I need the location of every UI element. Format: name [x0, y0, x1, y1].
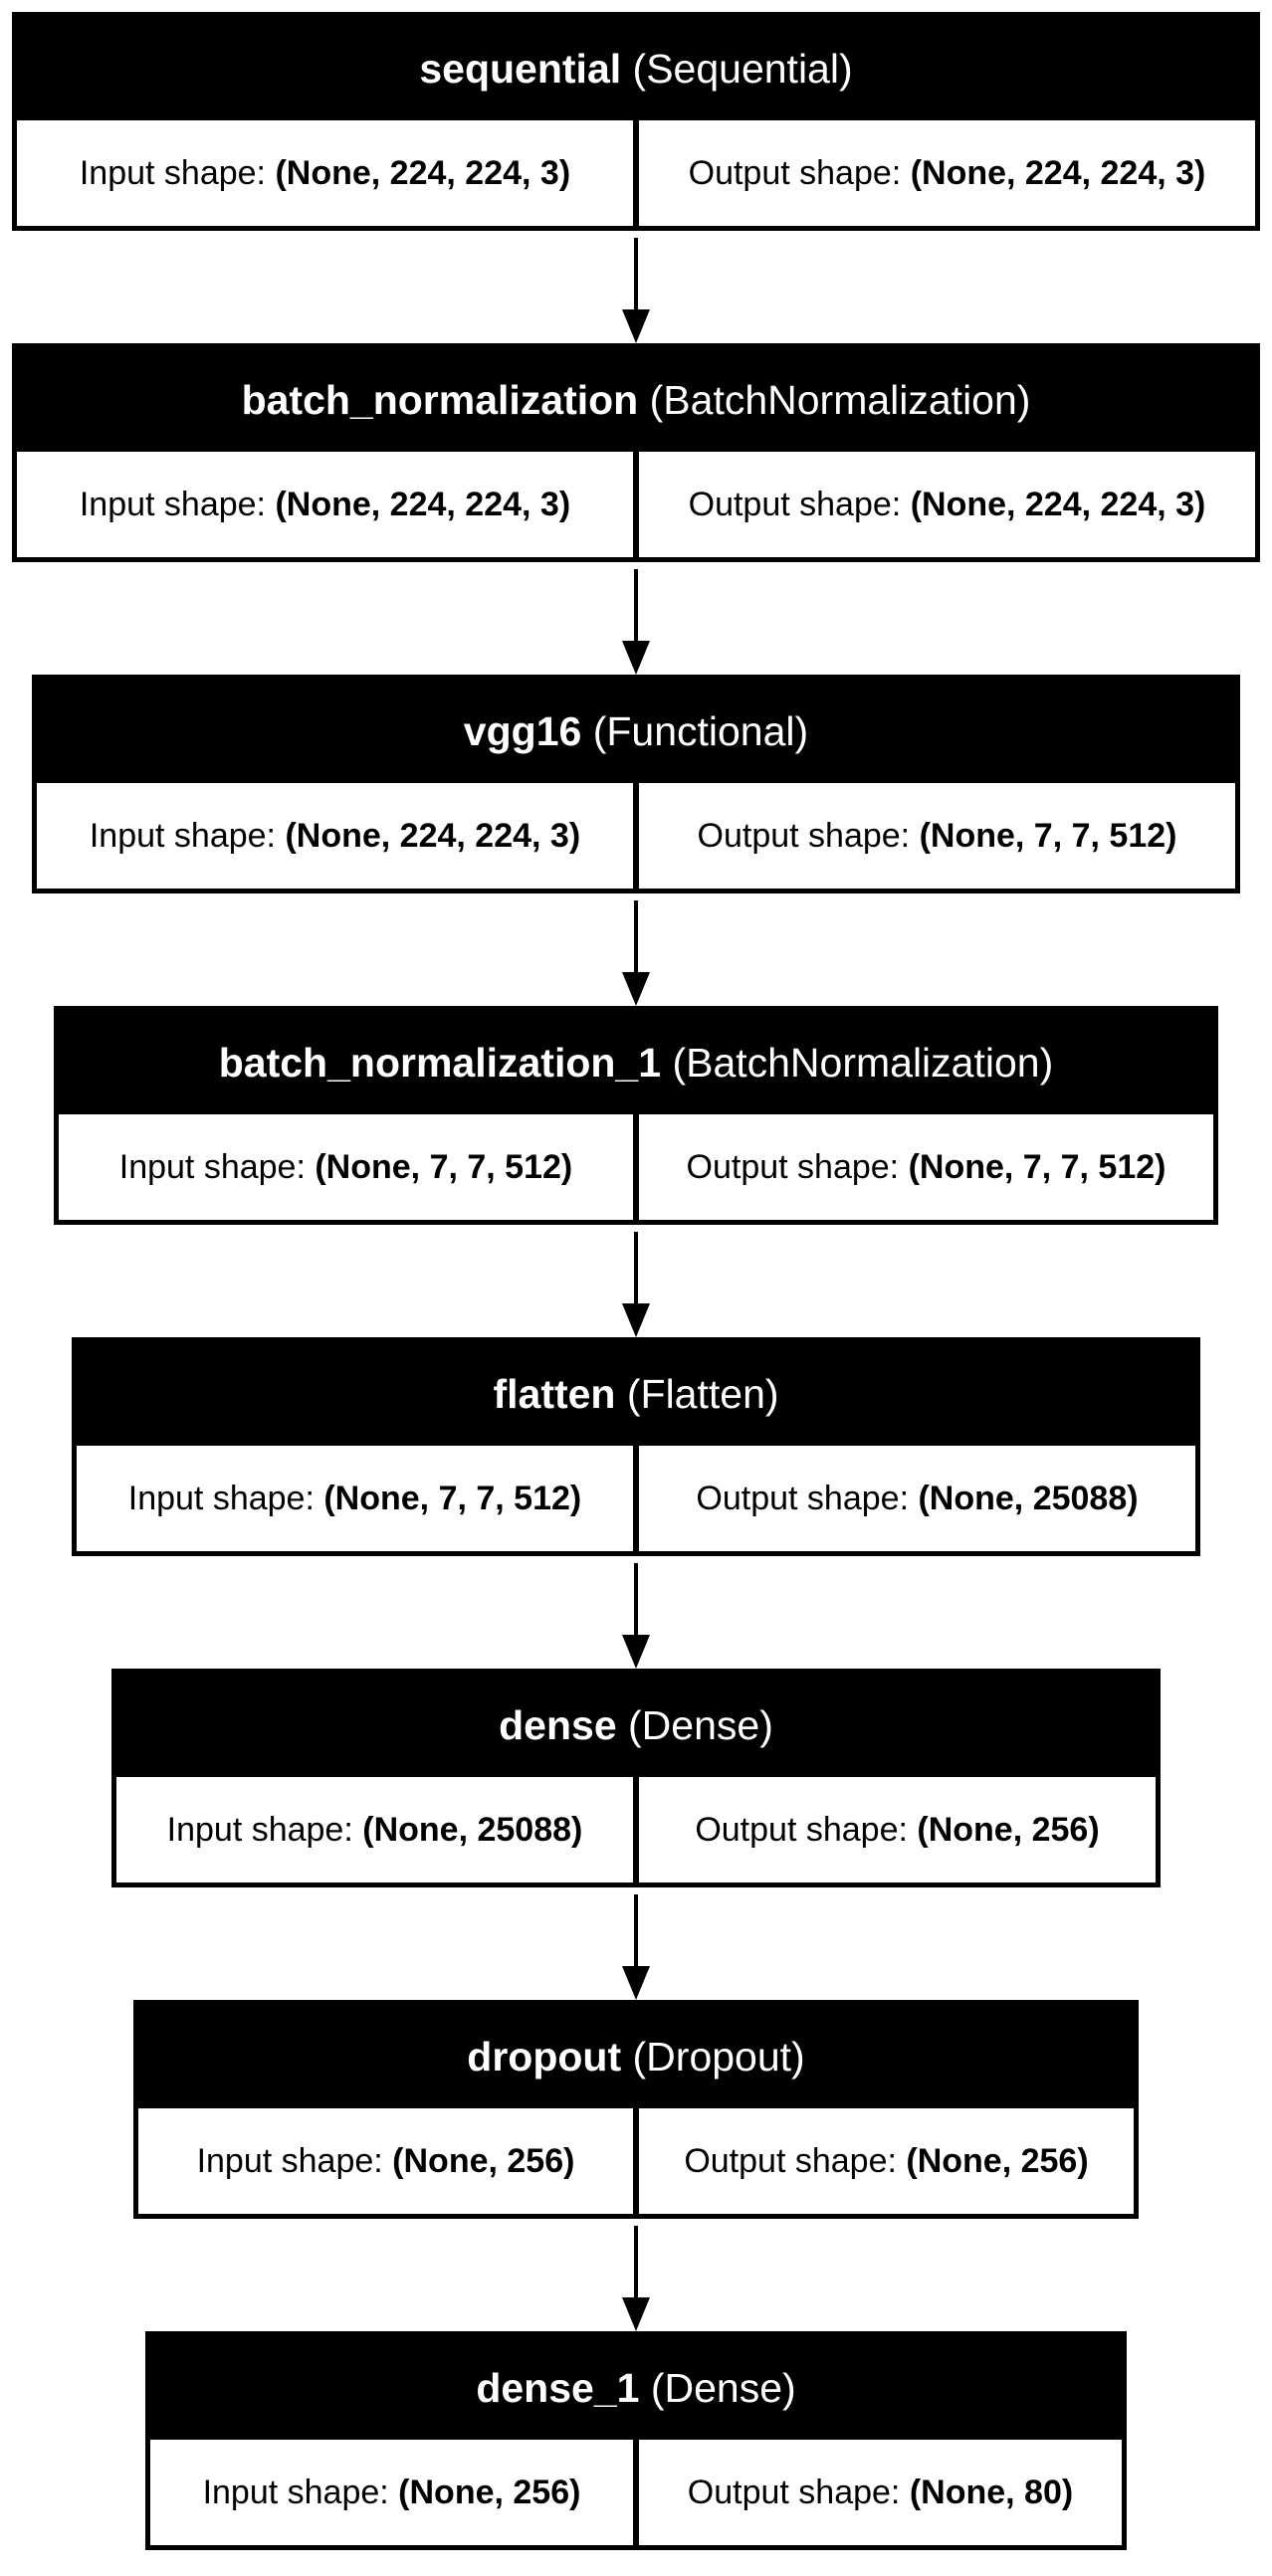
output-shape-cell: Output shape: (None, 25088): [639, 1446, 1195, 1551]
layer-shapes: Input shape: (None, 7, 7, 512) Output sh…: [59, 1114, 1213, 1220]
layer-box-batch-normalization-1: batch_normalization_1 (BatchNormalizatio…: [54, 1006, 1218, 1225]
input-shape-value: (None, 256): [398, 2473, 581, 2511]
layer-shapes: Input shape: (None, 224, 224, 3) Output …: [17, 452, 1255, 557]
output-shape-cell: Output shape: (None, 256): [639, 2108, 1134, 2214]
layer-box-flatten: flatten (Flatten) Input shape: (None, 7,…: [72, 1337, 1200, 1556]
layer-shapes: Input shape: (None, 224, 224, 3) Output …: [17, 120, 1255, 226]
input-shape-label: Input shape:: [118, 1147, 306, 1186]
output-shape-value: (None, 25088): [918, 1479, 1139, 1517]
layer-name: dense: [499, 1701, 617, 1748]
output-shape-label: Output shape:: [688, 153, 902, 192]
input-shape-value: (None, 224, 224, 3): [275, 485, 571, 523]
layer-type: (Dropout): [632, 2033, 805, 2080]
layer-type: (Functional): [592, 707, 809, 754]
layer-type: (BatchNormalization): [672, 1039, 1054, 1086]
input-shape-cell: Input shape: (None, 256): [138, 2108, 633, 2214]
layer-type: (BatchNormalization): [649, 376, 1031, 423]
layer-shapes: Input shape: (None, 224, 224, 3) Output …: [37, 783, 1235, 889]
layer-header: dropout (Dropout): [138, 2005, 1134, 2108]
output-shape-cell: Output shape: (None, 7, 7, 512): [639, 783, 1235, 889]
input-shape-value: (None, 224, 224, 3): [275, 153, 571, 192]
output-shape-label: Output shape:: [697, 816, 911, 855]
output-shape-cell: Output shape: (None, 224, 224, 3): [639, 452, 1255, 557]
layer-box-dropout: dropout (Dropout) Input shape: (None, 25…: [133, 2000, 1139, 2219]
output-shape-label: Output shape:: [684, 2141, 897, 2180]
input-shape-label: Input shape:: [202, 2473, 389, 2511]
flow-arrow: [622, 1563, 650, 1669]
output-shape-value: (None, 224, 224, 3): [910, 485, 1206, 523]
layer-header: dense (Dense): [116, 1674, 1156, 1777]
input-shape-value: (None, 256): [392, 2141, 575, 2180]
layer-type: (Dense): [628, 1701, 773, 1748]
flow-arrow: [622, 1232, 650, 1337]
input-shape-label: Input shape:: [79, 153, 266, 192]
layer-header: vgg16 (Functional): [37, 680, 1235, 783]
output-shape-label: Output shape:: [687, 2473, 901, 2511]
input-shape-cell: Input shape: (None, 25088): [116, 1777, 633, 1882]
flow-arrow: [622, 2226, 650, 2331]
flow-arrow: [622, 238, 650, 343]
layer-name: vgg16: [463, 707, 582, 754]
layer-header: sequential (Sequential): [17, 17, 1255, 120]
input-shape-cell: Input shape: (None, 7, 7, 512): [77, 1446, 633, 1551]
input-shape-label: Input shape:: [127, 1479, 315, 1517]
output-shape-value: (None, 224, 224, 3): [910, 153, 1206, 192]
input-shape-label: Input shape:: [89, 816, 276, 855]
layer-name: dropout: [467, 2033, 622, 2080]
layer-box-dense-1: dense_1 (Dense) Input shape: (None, 256)…: [145, 2331, 1127, 2550]
input-shape-value: (None, 7, 7, 512): [323, 1479, 582, 1517]
input-shape-cell: Input shape: (None, 224, 224, 3): [17, 452, 633, 557]
output-shape-value: (None, 80): [909, 2473, 1074, 2511]
output-shape-cell: Output shape: (None, 7, 7, 512): [639, 1114, 1213, 1220]
layer-name: sequential: [419, 45, 622, 92]
layer-header: flatten (Flatten): [77, 1342, 1195, 1446]
flow-arrow: [622, 569, 650, 675]
output-shape-value: (None, 7, 7, 512): [908, 1147, 1166, 1186]
output-shape-value: (None, 256): [906, 2141, 1089, 2180]
input-shape-cell: Input shape: (None, 224, 224, 3): [37, 783, 633, 889]
input-shape-cell: Input shape: (None, 7, 7, 512): [59, 1114, 633, 1220]
layer-box-batch-normalization: batch_normalization (BatchNormalization)…: [12, 343, 1260, 562]
output-shape-cell: Output shape: (None, 80): [639, 2440, 1122, 2545]
input-shape-cell: Input shape: (None, 224, 224, 3): [17, 120, 633, 226]
layer-name: dense_1: [476, 2364, 640, 2411]
layer-box-sequential: sequential (Sequential) Input shape: (No…: [12, 12, 1260, 231]
input-shape-value: (None, 7, 7, 512): [315, 1147, 573, 1186]
output-shape-value: (None, 256): [917, 1810, 1100, 1849]
input-shape-label: Input shape:: [166, 1810, 353, 1849]
output-shape-cell: Output shape: (None, 224, 224, 3): [639, 120, 1255, 226]
output-shape-label: Output shape:: [696, 1479, 910, 1517]
layer-name: batch_normalization: [241, 376, 639, 423]
layer-type: (Sequential): [632, 45, 853, 92]
input-shape-value: (None, 224, 224, 3): [285, 816, 581, 855]
layer-shapes: Input shape: (None, 256) Output shape: (…: [138, 2108, 1134, 2214]
layer-header: dense_1 (Dense): [150, 2336, 1122, 2440]
layer-type: (Dense): [650, 2364, 796, 2411]
output-shape-label: Output shape:: [686, 1147, 900, 1186]
flow-arrow: [622, 900, 650, 1006]
layer-header: batch_normalization (BatchNormalization): [17, 348, 1255, 452]
output-shape-label: Output shape:: [688, 485, 902, 523]
input-shape-cell: Input shape: (None, 256): [150, 2440, 633, 2545]
input-shape-label: Input shape:: [196, 2141, 383, 2180]
output-shape-cell: Output shape: (None, 256): [639, 1777, 1156, 1882]
layer-name: batch_normalization_1: [218, 1039, 662, 1086]
layer-type: (Flatten): [626, 1370, 779, 1417]
output-shape-value: (None, 7, 7, 512): [919, 816, 1177, 855]
layer-header: batch_normalization_1 (BatchNormalizatio…: [59, 1011, 1213, 1114]
layer-box-dense: dense (Dense) Input shape: (None, 25088)…: [111, 1669, 1161, 1887]
input-shape-value: (None, 25088): [362, 1810, 583, 1849]
layer-shapes: Input shape: (None, 256) Output shape: (…: [150, 2440, 1122, 2545]
layer-shapes: Input shape: (None, 25088) Output shape:…: [116, 1777, 1156, 1882]
layer-name: flatten: [493, 1370, 616, 1417]
output-shape-label: Output shape:: [695, 1810, 908, 1849]
layer-box-vgg16: vgg16 (Functional) Input shape: (None, 2…: [32, 675, 1240, 893]
layer-shapes: Input shape: (None, 7, 7, 512) Output sh…: [77, 1446, 1195, 1551]
input-shape-label: Input shape:: [79, 485, 266, 523]
flow-arrow: [622, 1894, 650, 2000]
